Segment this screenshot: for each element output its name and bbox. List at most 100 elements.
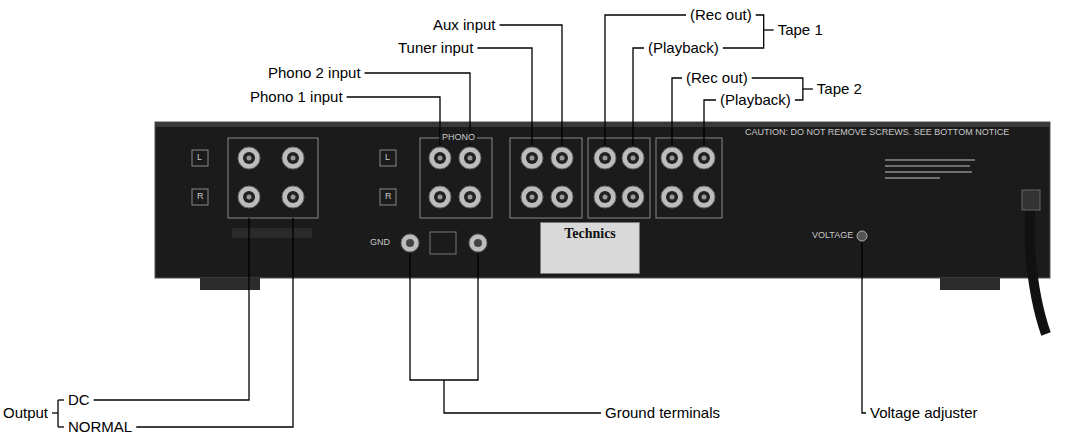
jack-symbol xyxy=(468,156,473,161)
leader-line xyxy=(94,218,249,400)
callout-label: Phono 1 input xyxy=(250,89,343,106)
jack-symbol xyxy=(526,152,538,164)
jack-symbol xyxy=(556,152,568,164)
jack-symbol xyxy=(627,191,639,203)
jack-symbol xyxy=(666,191,678,203)
jack-symbol xyxy=(666,152,678,164)
jack-symbol xyxy=(698,152,710,164)
jack-symbol xyxy=(459,186,481,208)
jack-symbol xyxy=(238,147,260,169)
callout-label: Tape 1 xyxy=(778,22,823,39)
leader-line xyxy=(347,97,440,146)
panel-caution: CAUTION: DO NOT REMOVE SCREWS. SEE BOTTO… xyxy=(745,128,1009,138)
jack-symbol xyxy=(438,195,443,200)
jack-symbol xyxy=(627,152,639,164)
leader-line xyxy=(605,15,686,146)
jack-symbol xyxy=(287,191,299,203)
jack-symbol xyxy=(560,156,565,161)
jack-symbol xyxy=(464,191,476,203)
jack-symbol xyxy=(243,152,255,164)
callout-label: (Playback) xyxy=(720,92,791,109)
jack-symbol xyxy=(282,147,304,169)
panel-marking: R xyxy=(197,192,204,202)
nameplate: Technics xyxy=(540,222,640,274)
leader-line xyxy=(803,88,813,89)
jack-symbol xyxy=(468,195,473,200)
panel-marking: PHONO xyxy=(440,133,477,143)
panel-marking: GND xyxy=(370,238,390,248)
jack-symbol xyxy=(438,156,443,161)
jack-symbol xyxy=(661,147,683,169)
callout-label: Tuner input xyxy=(398,40,473,57)
jack-symbol xyxy=(530,195,535,200)
brand-text: Technics xyxy=(541,223,639,242)
jack-symbol xyxy=(599,152,611,164)
jack-symbol xyxy=(551,186,573,208)
leader-line xyxy=(58,426,64,427)
jack-symbol xyxy=(434,191,446,203)
jack-symbol xyxy=(459,147,481,169)
callout-label: (Rec out) xyxy=(690,7,752,24)
jack-symbol xyxy=(594,186,616,208)
jack-symbol xyxy=(247,195,252,200)
jack-symbol xyxy=(631,156,636,161)
leader-line xyxy=(57,400,58,427)
jack-symbol xyxy=(670,195,675,200)
jack-symbol xyxy=(287,152,299,164)
leader-line xyxy=(500,25,562,146)
jack-symbol xyxy=(622,147,644,169)
jack-symbol xyxy=(521,186,543,208)
leader-line xyxy=(52,412,58,413)
jack-symbol xyxy=(247,156,252,161)
callout-label: Output xyxy=(3,405,48,422)
callout-label: Aux input xyxy=(433,17,496,34)
jack-symbol xyxy=(282,186,304,208)
callout-label: Tape 2 xyxy=(817,81,862,98)
leader-line xyxy=(477,48,532,146)
jack-symbol xyxy=(622,186,644,208)
callout-label: Voltage adjuster xyxy=(870,405,978,422)
jack-symbol xyxy=(429,186,451,208)
panel-marking: R xyxy=(385,192,392,202)
jack-symbol xyxy=(670,156,675,161)
jack-symbol xyxy=(603,195,608,200)
jack-symbol xyxy=(464,152,476,164)
jack-symbol xyxy=(530,156,535,161)
jack-symbol xyxy=(551,147,573,169)
leader-line xyxy=(410,253,478,380)
leader-line xyxy=(444,380,601,413)
jack-symbol xyxy=(599,191,611,203)
jack-symbol xyxy=(693,186,715,208)
leader-line xyxy=(633,48,644,146)
leader-line xyxy=(704,100,716,146)
callout-label: (Playback) xyxy=(648,40,719,57)
jack-symbol xyxy=(434,152,446,164)
jack-symbol xyxy=(526,191,538,203)
panel-marking: L xyxy=(197,153,202,163)
jack-symbol xyxy=(243,191,255,203)
jack-symbol xyxy=(661,186,683,208)
jack-symbol xyxy=(594,147,616,169)
jack-symbol xyxy=(631,195,636,200)
jack-symbol xyxy=(603,156,608,161)
leader-line xyxy=(58,399,64,400)
jack-symbol xyxy=(291,195,296,200)
panel-marking: VOLTAGE xyxy=(812,231,853,241)
jack-symbol xyxy=(693,147,715,169)
callout-label: NORMAL xyxy=(68,419,132,436)
callout-label: (Rec out) xyxy=(686,70,748,87)
jack-symbol xyxy=(521,147,543,169)
leader-line xyxy=(672,78,682,146)
jack-symbol xyxy=(702,195,707,200)
jack-symbol xyxy=(560,195,565,200)
jack-symbol xyxy=(698,191,710,203)
jack-symbol xyxy=(429,147,451,169)
leader-line xyxy=(764,29,774,30)
jack-symbol xyxy=(556,191,568,203)
callout-label: Phono 2 input xyxy=(268,65,361,82)
jack-symbol xyxy=(702,156,707,161)
leader-line xyxy=(136,218,293,427)
